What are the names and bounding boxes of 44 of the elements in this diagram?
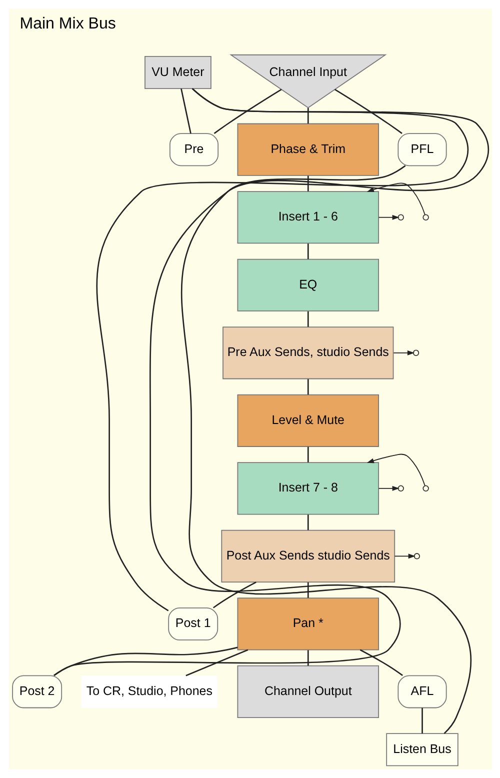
node-box: Pan * <box>236 598 378 650</box>
connector <box>306 108 308 124</box>
connector <box>53 88 488 676</box>
node-box: VU Meter <box>144 56 211 89</box>
arrow <box>366 454 425 486</box>
connector <box>306 176 308 192</box>
node-box: Post 1 <box>168 607 218 640</box>
diagram-title: Main Mix Bus <box>19 14 116 33</box>
connector <box>180 165 471 734</box>
connector <box>421 708 422 734</box>
node-box: Pre <box>168 133 218 166</box>
connector <box>359 649 402 676</box>
arrow <box>378 486 399 491</box>
node-box: EQ <box>236 258 378 312</box>
node-box: AFL <box>397 675 446 708</box>
connector <box>213 88 282 134</box>
connector <box>306 650 308 666</box>
node-box: Post Aux Sends studio Sends <box>220 530 395 582</box>
connector <box>185 649 248 676</box>
connector <box>334 88 402 134</box>
node-box: Level & Mute <box>236 394 378 447</box>
connector <box>306 311 308 327</box>
connector <box>96 88 468 612</box>
node-box: Post 2 <box>12 675 62 708</box>
arrow <box>378 214 399 220</box>
node-box: Insert 7 - 8 <box>236 462 378 515</box>
connector <box>212 582 256 608</box>
arrow <box>392 350 414 356</box>
connector <box>53 646 238 676</box>
connector <box>306 244 308 260</box>
connector <box>306 379 308 395</box>
arrow <box>366 182 425 216</box>
arrow <box>394 554 415 559</box>
connector <box>306 514 308 530</box>
node-box: To CR, Studio, Phones <box>80 676 218 708</box>
connector <box>180 88 191 134</box>
node-box: Channel Output <box>236 665 378 718</box>
node-box: PFL <box>397 133 446 166</box>
connector <box>306 582 308 598</box>
node-box: Listen Bus <box>386 733 458 766</box>
node-box: Pre Aux Sends, studio Sends <box>222 326 394 380</box>
connector <box>306 446 308 462</box>
node-box: Phase & Trim <box>236 123 378 176</box>
node-box: Insert 1 - 6 <box>236 191 378 244</box>
